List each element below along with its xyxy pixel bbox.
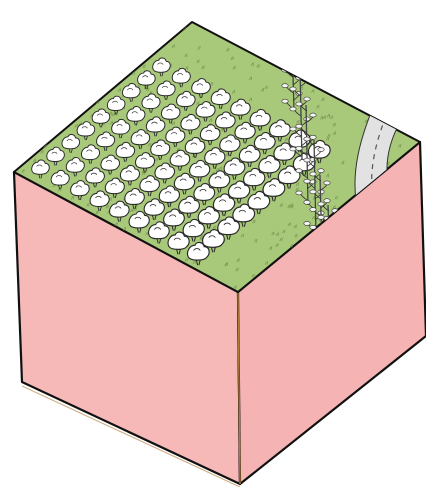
isometric-block-diagram: [0, 0, 426, 487]
